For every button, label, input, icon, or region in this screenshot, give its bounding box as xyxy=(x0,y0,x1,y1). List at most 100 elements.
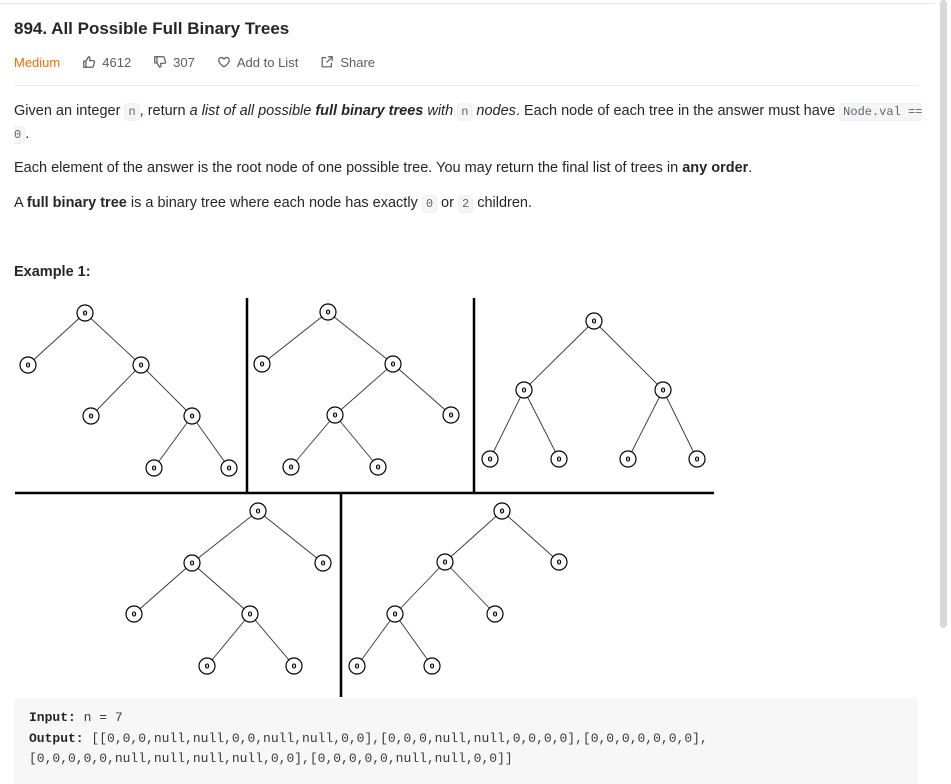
top-divider xyxy=(0,0,935,4)
dislike-count: 307 xyxy=(173,54,195,70)
tree-node-label: 0 xyxy=(557,456,562,464)
tree-node-label: 0 xyxy=(260,361,265,369)
tree-edge xyxy=(394,613,433,667)
tree-edge xyxy=(334,414,379,468)
header-divider xyxy=(14,85,918,86)
thumbs-down-icon xyxy=(154,56,167,68)
tree-edge xyxy=(627,389,664,460)
tree-node-label: 0 xyxy=(83,310,88,318)
tree-node-label: 0 xyxy=(26,362,31,370)
dislike-button[interactable]: 307 xyxy=(153,55,195,70)
share-icon xyxy=(321,56,334,68)
tree-node-label: 0 xyxy=(132,611,137,619)
tree-node xyxy=(326,406,344,424)
tree-node-label: 0 xyxy=(190,413,195,421)
tree-node xyxy=(486,605,504,623)
tree-edge xyxy=(327,311,394,365)
tree-node-label: 0 xyxy=(443,559,448,567)
tree-edge xyxy=(523,320,595,391)
tree-node xyxy=(82,407,100,425)
tree-node-label: 0 xyxy=(289,464,294,472)
tree-node xyxy=(132,356,150,374)
tree-node-label: 0 xyxy=(430,663,435,671)
inline-code-2: 2 xyxy=(457,195,474,213)
tree-node xyxy=(515,381,533,399)
tree-node-label: 0 xyxy=(227,465,232,473)
tree-node-label: 0 xyxy=(695,456,700,464)
tree-edge xyxy=(334,363,394,416)
tree-node-label: 0 xyxy=(522,387,527,395)
output-line-continued: [0,0,0,0,0,null,null,null,null,0,0],[0,0… xyxy=(29,751,513,766)
tree-edge xyxy=(133,562,193,615)
like-button[interactable]: 4612 xyxy=(82,55,131,70)
problem-meta-bar: Medium 4612 307 Add to List Share xyxy=(14,53,397,71)
tree-edge xyxy=(27,312,86,366)
tree-edge xyxy=(206,613,251,667)
share-label: Share xyxy=(340,54,376,70)
tree-node-label: 0 xyxy=(256,508,261,516)
tree-node-label: 0 xyxy=(626,456,631,464)
tree-edge xyxy=(394,561,446,615)
share-button[interactable]: Share xyxy=(320,55,375,70)
add-to-list-label: Add to List xyxy=(236,54,299,70)
tree-edge xyxy=(444,510,503,563)
tree-edge xyxy=(191,510,259,564)
tree-edge xyxy=(444,561,496,615)
tree-node xyxy=(253,355,271,373)
tree-edge xyxy=(249,613,295,667)
add-to-list-button[interactable]: Add to List xyxy=(217,55,298,70)
tree-node-label: 0 xyxy=(500,508,505,516)
tree-node xyxy=(369,458,387,476)
tree-node xyxy=(423,657,441,675)
tree-edge xyxy=(261,311,329,365)
tree-node xyxy=(220,459,238,477)
inline-code-n-2: n xyxy=(457,103,473,121)
description-paragraph-3: A full binary tree is a binary tree wher… xyxy=(14,195,533,213)
tree-node-label: 0 xyxy=(488,456,493,464)
tree-node xyxy=(241,605,259,623)
tree-node-label: 0 xyxy=(355,663,360,671)
tree-node xyxy=(314,554,332,572)
tree-node xyxy=(585,312,603,330)
thumbs-up-icon xyxy=(83,56,96,68)
tree-node-label: 0 xyxy=(190,560,195,568)
tree-edge xyxy=(489,389,525,460)
tree-edge xyxy=(501,510,560,563)
tree-node-label: 0 xyxy=(393,611,398,619)
tree-node xyxy=(493,502,511,520)
tree-node-label: 0 xyxy=(592,318,597,326)
tree-5: 0 0 0 0 0 0 0 xyxy=(348,502,568,675)
scrollbar[interactable] xyxy=(940,0,947,628)
tree-edge xyxy=(290,414,336,468)
tree-node xyxy=(319,303,337,321)
description-paragraph-2: Each element of the answer is the root n… xyxy=(14,160,753,176)
like-count: 4612 xyxy=(102,54,132,70)
inline-code-n: n xyxy=(124,103,140,121)
inline-code-0: 0 xyxy=(421,195,438,213)
tree-edge xyxy=(356,613,396,667)
tree-node-label: 0 xyxy=(205,663,210,671)
tree-node xyxy=(688,450,706,468)
tree-node xyxy=(386,605,404,623)
tree-edge xyxy=(191,562,251,615)
tree-node xyxy=(76,304,94,322)
tree-edge xyxy=(593,320,664,391)
tree-node xyxy=(654,381,672,399)
tree-node-label: 0 xyxy=(557,559,562,567)
tree-node-label: 0 xyxy=(391,361,396,369)
tree-node xyxy=(19,356,37,374)
tree-node-label: 0 xyxy=(449,412,454,420)
description-paragraph-1: Given an integer n, return a list of all… xyxy=(14,103,923,144)
tree-node xyxy=(550,553,568,571)
tree-node-label: 0 xyxy=(248,611,253,619)
tree-node xyxy=(282,458,300,476)
problem-title: 894. All Possible Full Binary Trees xyxy=(14,19,290,38)
tree-node-label: 0 xyxy=(326,309,331,317)
output-line: Output: [[0,0,0,null,null,0,0,null,null,… xyxy=(29,730,708,746)
tree-node-label: 0 xyxy=(493,611,498,619)
